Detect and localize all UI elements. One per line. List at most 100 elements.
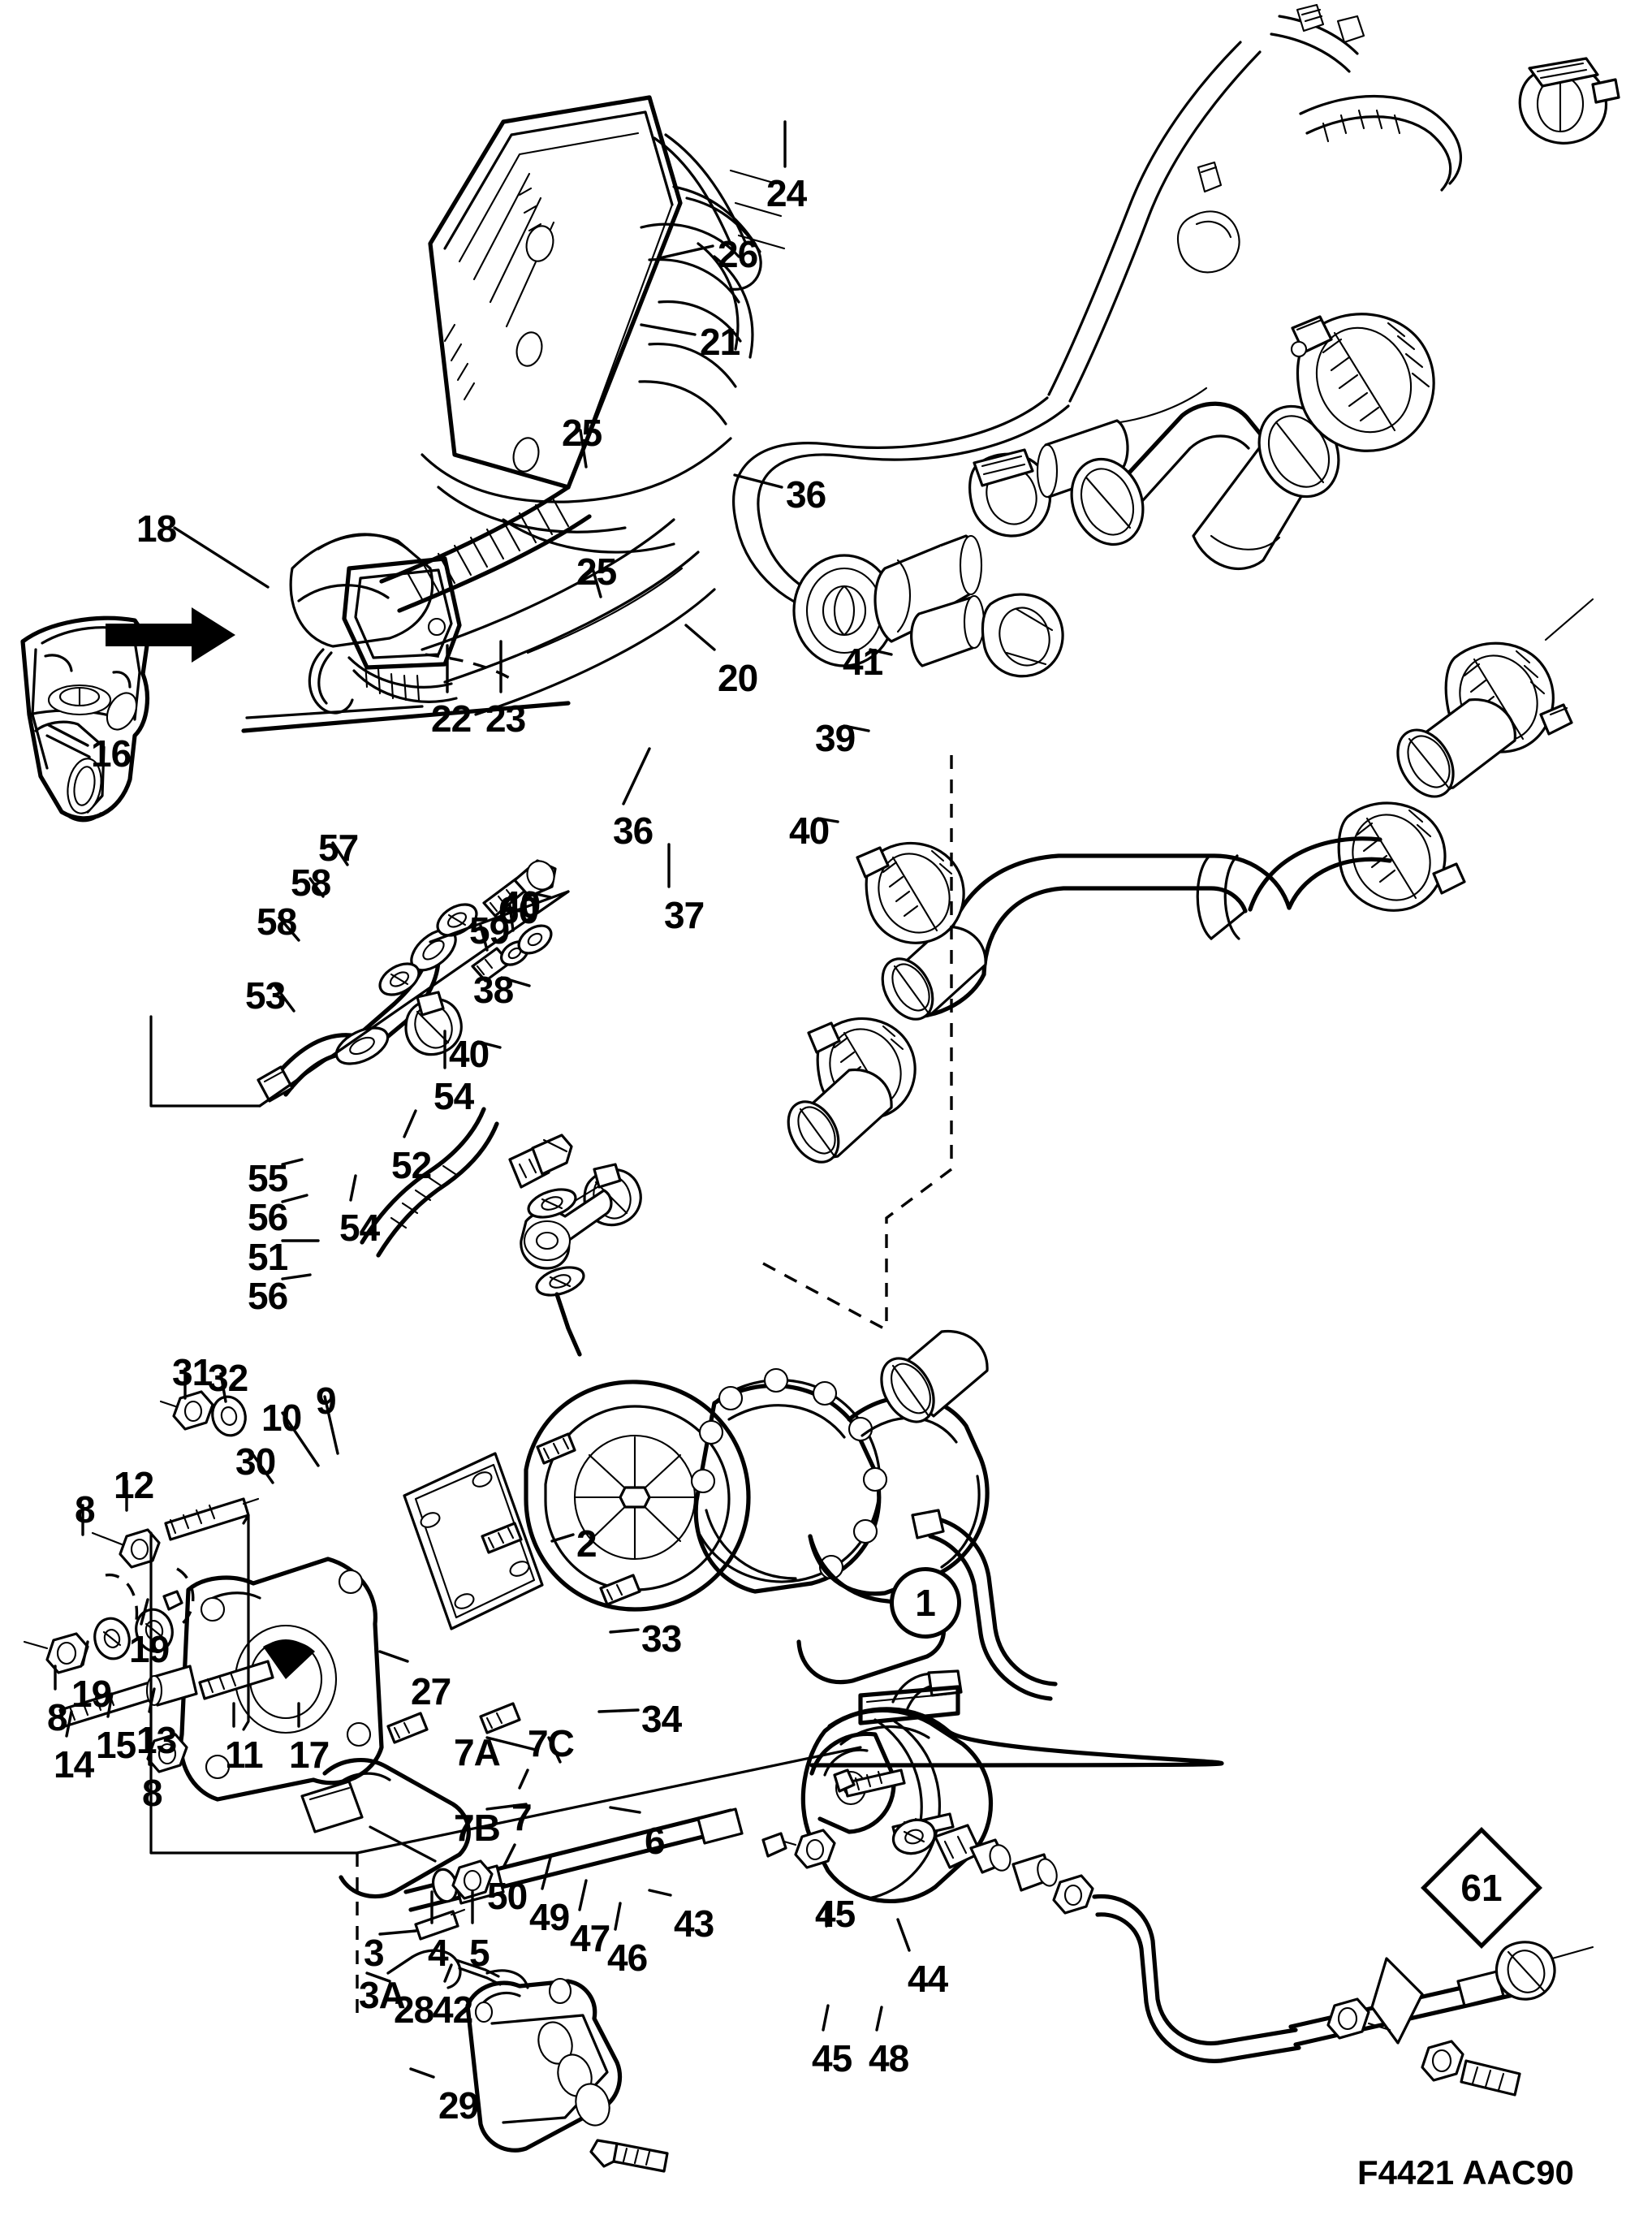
part-label-36b: 36 xyxy=(613,810,653,852)
leader-line-53 xyxy=(273,983,295,1013)
studs-9-10 xyxy=(386,1432,641,1744)
leader-line-42 xyxy=(443,1963,453,1983)
part-label-7B: 7B xyxy=(454,1807,501,1849)
leader-line-21 xyxy=(640,323,697,336)
part-40-clamp-upper-mid xyxy=(856,841,965,944)
leader-line-39 xyxy=(843,724,870,732)
leader-line-56b xyxy=(281,1273,312,1280)
leader-line-6 xyxy=(609,1806,641,1814)
part-label-39: 39 xyxy=(815,717,856,759)
diamond-callout-number: 61 xyxy=(1460,1867,1503,1909)
leader-line-40 xyxy=(817,817,839,823)
leader-line-58b xyxy=(278,916,300,942)
leader-line-27 xyxy=(378,1650,409,1663)
part-label-56b: 56 xyxy=(248,1275,288,1317)
part-label-7: 7 xyxy=(511,1796,533,1838)
leader-line-48 xyxy=(875,2006,883,2032)
part-23-check-valve xyxy=(792,387,1208,678)
leader-line-34 xyxy=(597,1708,640,1713)
leader-line-45b xyxy=(822,2004,830,2032)
leader-line-59 xyxy=(479,924,489,952)
part-label-20: 20 xyxy=(718,657,758,699)
part-53-oil-return-pipe xyxy=(257,859,557,1103)
part-59-60-union xyxy=(471,924,553,982)
part-label-25: 25 xyxy=(562,412,602,454)
leader-line-19b xyxy=(81,1640,89,1666)
leader-line-29 xyxy=(409,2067,435,2079)
part-37-intercooler-pipe xyxy=(891,836,1392,1019)
part-27-bracket xyxy=(322,1757,471,1899)
leader-line-32 xyxy=(219,1372,227,1403)
leader-line-2 xyxy=(550,1533,575,1543)
part-label-19: 19 xyxy=(129,1628,170,1670)
part-label-17: 17 xyxy=(289,1734,330,1776)
part-label-54b: 54 xyxy=(339,1207,380,1249)
part-label-59: 59 xyxy=(469,909,510,952)
part-20-charge-pipe xyxy=(1070,313,1435,571)
part-30-gasket xyxy=(403,1452,544,1630)
part-label-14: 14 xyxy=(54,1743,94,1786)
part-label-45: 45 xyxy=(815,1893,856,1935)
part-label-3A: 3A xyxy=(359,1974,406,2016)
part-label-41: 41 xyxy=(843,641,883,683)
leader-line-19 xyxy=(140,1598,149,1626)
leader-line-14 xyxy=(65,1710,73,1738)
part-label-30: 30 xyxy=(235,1440,276,1483)
part-label-27: 27 xyxy=(411,1670,451,1712)
leader-line-28 xyxy=(365,1971,391,1983)
part-51-banjo-fitting xyxy=(520,1185,613,1270)
leader-line-25 xyxy=(579,429,588,469)
part-label-26: 26 xyxy=(718,233,758,275)
part-label-57: 57 xyxy=(318,827,359,869)
leader-line-7C xyxy=(547,1736,562,1764)
part-57-banjo-bolt xyxy=(482,859,557,918)
part-16-heat-shield xyxy=(20,615,150,823)
frame-line-b2 xyxy=(149,1531,359,1855)
part-label-56: 56 xyxy=(248,1196,288,1238)
frame-line-left xyxy=(149,1015,261,1108)
part-label-6: 6 xyxy=(645,1820,666,1862)
leader-line-57 xyxy=(331,841,349,866)
part-label-38: 38 xyxy=(473,969,514,1011)
part-31-32 xyxy=(159,1390,247,1437)
leader-line-7 xyxy=(518,1768,529,1790)
part-label-24: 24 xyxy=(766,172,807,214)
part-label-37: 37 xyxy=(664,894,705,936)
part-25-spring-clamp xyxy=(968,448,1052,538)
leader-line-38 xyxy=(500,976,531,987)
part-label-23: 23 xyxy=(485,697,526,740)
part-label-48: 48 xyxy=(869,2037,909,2079)
part-label-29: 29 xyxy=(438,2084,479,2127)
part-label-18: 18 xyxy=(136,507,177,550)
oil-lines-2-33 xyxy=(911,1509,1058,1701)
part-label-22: 22 xyxy=(431,697,472,740)
leader-line-50 xyxy=(502,1843,516,1869)
part-label-7C: 7C xyxy=(528,1722,575,1764)
leader-line-44 xyxy=(896,1918,911,1952)
leader-line-26 xyxy=(658,244,714,260)
part-label-52: 52 xyxy=(391,1144,432,1186)
leader-line-13 xyxy=(148,1687,156,1713)
leader-lines xyxy=(47,120,911,2079)
part-label-32: 32 xyxy=(208,1357,248,1399)
assembly-callout-1: 1 xyxy=(890,1567,961,1639)
leader-line-56 xyxy=(281,1194,308,1203)
leader-line-3A xyxy=(386,1955,414,1975)
part-label-49: 49 xyxy=(529,1896,570,1938)
part-label-8: 8 xyxy=(75,1488,96,1531)
leader-line-46 xyxy=(614,1902,622,1931)
part-11-manifold-flange xyxy=(179,1557,384,1833)
leader-line-10 xyxy=(281,1411,320,1467)
part-label-25b: 25 xyxy=(576,551,617,593)
part-55-banjo-bolt xyxy=(508,1134,573,1189)
part-label-42: 42 xyxy=(433,1989,473,2031)
leader-line-25b xyxy=(591,567,602,598)
part-label-12: 12 xyxy=(114,1464,154,1506)
leader-line-55 xyxy=(281,1158,304,1166)
part-label-9: 9 xyxy=(316,1380,337,1422)
part-61-oil-pipe xyxy=(1288,1941,1594,2097)
part-label-55: 55 xyxy=(248,1157,288,1199)
part-label-16: 16 xyxy=(91,732,132,775)
part-36-clamp xyxy=(1290,313,1435,452)
part-label-44: 44 xyxy=(908,1958,948,2000)
